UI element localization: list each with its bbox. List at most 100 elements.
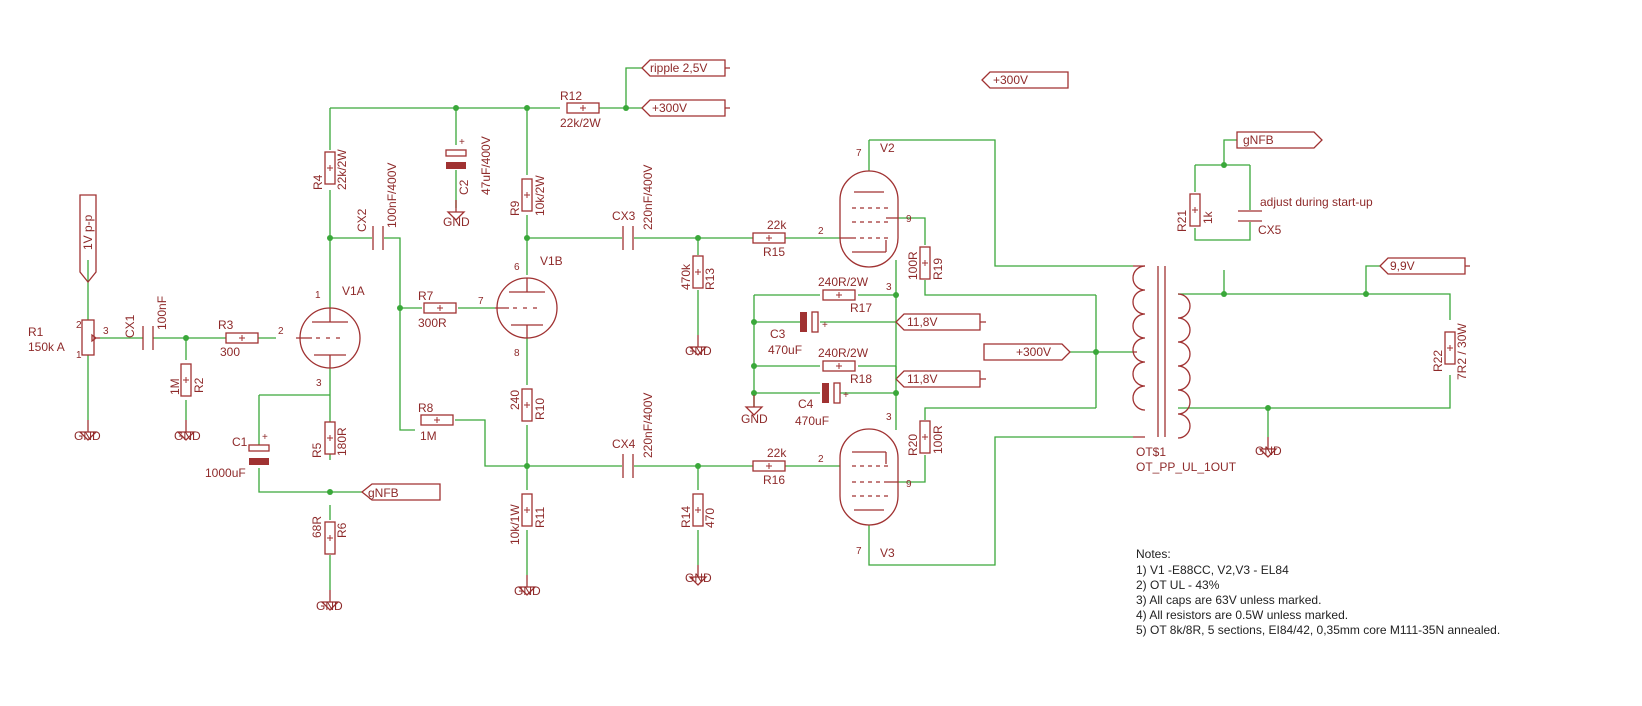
resistor-r11: 10k/1W R11 <box>508 493 547 545</box>
svg-text:47uF/400V: 47uF/400V <box>479 136 493 195</box>
resistor-r2: 1M R2 <box>168 363 206 397</box>
svg-text:300: 300 <box>220 345 240 359</box>
svg-text:100R: 100R <box>906 251 920 280</box>
svg-text:22k: 22k <box>767 446 787 460</box>
svg-text:8: 8 <box>514 348 520 359</box>
svg-text:240R/2W: 240R/2W <box>818 346 869 360</box>
svg-text:+300V: +300V <box>1016 345 1051 359</box>
net-gnfb-bottom: gNFB <box>360 483 441 501</box>
svg-text:1: 1 <box>315 290 321 301</box>
tube-v1b: V1B 6 8 <box>495 254 563 359</box>
svg-text:R1: R1 <box>28 325 44 339</box>
svg-text:+300V: +300V <box>993 73 1028 87</box>
svg-text:220nF/400V: 220nF/400V <box>641 393 655 458</box>
svg-text:C3: C3 <box>770 327 786 341</box>
svg-text:68R: 68R <box>310 516 324 538</box>
svg-text:2: 2 <box>76 320 82 331</box>
resistor-r12: R12 22k/2W <box>560 89 601 130</box>
svg-text:10k/2W: 10k/2W <box>533 175 547 216</box>
resistor-r17: 240R/2W R17 <box>818 275 872 315</box>
net-b-plus-1: +300V <box>641 99 730 117</box>
svg-text:22k/2W: 22k/2W <box>560 116 601 130</box>
svg-text:R3: R3 <box>218 318 234 332</box>
svg-text:9: 9 <box>906 214 912 225</box>
svg-text:+300V: +300V <box>652 101 687 115</box>
svg-text:1M: 1M <box>168 378 182 395</box>
net-output: 9,9V <box>1379 257 1470 275</box>
svg-text:R8: R8 <box>418 401 434 415</box>
resistor-r4: R4 22k/2W <box>311 149 349 190</box>
gnd-label: GND <box>74 429 101 443</box>
svg-text:180R: 180R <box>335 427 349 456</box>
svg-text:adjust during start-up: adjust during start-up <box>1260 195 1373 209</box>
svg-text:GND: GND <box>514 584 541 598</box>
svg-text:11,8V: 11,8V <box>907 315 937 329</box>
svg-text:CX1: CX1 <box>123 314 137 338</box>
svg-text:2: 2 <box>818 226 824 237</box>
svg-text:+: + <box>262 432 268 443</box>
svg-text:1M: 1M <box>420 429 437 443</box>
svg-text:3: 3 <box>886 282 892 293</box>
svg-text:7: 7 <box>478 296 484 307</box>
notes-title: Notes: <box>1136 547 1171 561</box>
svg-text:220nF/400V: 220nF/400V <box>641 165 655 230</box>
svg-text:GND: GND <box>685 571 712 585</box>
svg-text:7R2 / 30W: 7R2 / 30W <box>1455 323 1469 380</box>
svg-text:V1A: V1A <box>342 284 365 298</box>
svg-text:100nF: 100nF <box>155 296 169 330</box>
svg-text:7: 7 <box>856 148 862 159</box>
note-line: 3) All caps are 63V unless marked. <box>1136 593 1321 607</box>
tube-v3: V3 7 2 9 3 <box>818 412 912 560</box>
svg-text:2: 2 <box>278 326 284 337</box>
svg-text:+: + <box>822 320 828 331</box>
capacitor-c4: + C4 470uF <box>795 382 849 428</box>
note-line: 2) OT UL - 43% <box>1136 578 1220 592</box>
svg-text:ripple 2,5V: ripple 2,5V <box>650 61 707 75</box>
svg-text:CX4: CX4 <box>612 437 636 451</box>
svg-text:OT$1: OT$1 <box>1136 445 1166 459</box>
resistor-r15: 22k R15 <box>752 218 787 259</box>
svg-text:GND: GND <box>316 599 343 613</box>
svg-text:2: 2 <box>818 454 824 465</box>
capacitor-cx4: CX4 220nF/400V <box>612 393 655 478</box>
svg-text:10k/1W: 10k/1W <box>508 504 522 545</box>
potentiometer-r1: R1 150k A 2 1 3 <box>28 319 109 361</box>
note-line: 4) All resistors are 0.5W unless marked. <box>1136 608 1348 622</box>
svg-text:R2: R2 <box>192 377 206 393</box>
svg-text:R9: R9 <box>508 200 522 216</box>
svg-text:9: 9 <box>906 479 912 490</box>
svg-text:470uF: 470uF <box>768 343 802 357</box>
svg-text:R19: R19 <box>931 258 945 280</box>
svg-text:R5: R5 <box>310 442 324 458</box>
resistor-r21: R21 1k <box>1175 193 1215 232</box>
svg-text:1: 1 <box>76 350 82 361</box>
output-transformer: OT$1 OT_PP_UL_1OUT <box>1132 265 1237 474</box>
svg-text:GND: GND <box>174 429 201 443</box>
capacitor-c1: + C1 1000uF <box>205 432 270 480</box>
resistor-r22: R22 7R2 / 30W <box>1431 323 1469 380</box>
svg-text:V3: V3 <box>880 546 895 560</box>
svg-text:R7: R7 <box>418 289 434 303</box>
net-ripple: ripple 2,5V <box>641 59 730 77</box>
svg-text:240R/2W: 240R/2W <box>818 275 869 289</box>
svg-text:R13: R13 <box>703 268 717 290</box>
svg-text:GND: GND <box>1255 444 1282 458</box>
junctions <box>183 105 1369 495</box>
svg-text:gNFB: gNFB <box>1243 133 1274 147</box>
resistor-r20: R20 100R <box>906 420 945 456</box>
svg-text:240: 240 <box>508 390 522 410</box>
svg-text:CX5: CX5 <box>1258 223 1282 237</box>
svg-text:100nF/400V: 100nF/400V <box>385 163 399 228</box>
svg-text:R17: R17 <box>850 301 872 315</box>
svg-text:C1: C1 <box>232 435 248 449</box>
svg-text:CX3: CX3 <box>612 209 636 223</box>
svg-text:GND: GND <box>741 412 768 426</box>
resistor-r19: 100R R19 <box>906 246 945 280</box>
svg-text:100R: 100R <box>931 425 945 454</box>
svg-text:R10: R10 <box>533 398 547 420</box>
svg-text:R16: R16 <box>763 473 785 487</box>
svg-text:300R: 300R <box>418 316 447 330</box>
svg-text:3: 3 <box>103 326 109 337</box>
svg-text:1000uF: 1000uF <box>205 466 246 480</box>
capacitor-c2: + C2 47uF/400V <box>445 136 493 195</box>
